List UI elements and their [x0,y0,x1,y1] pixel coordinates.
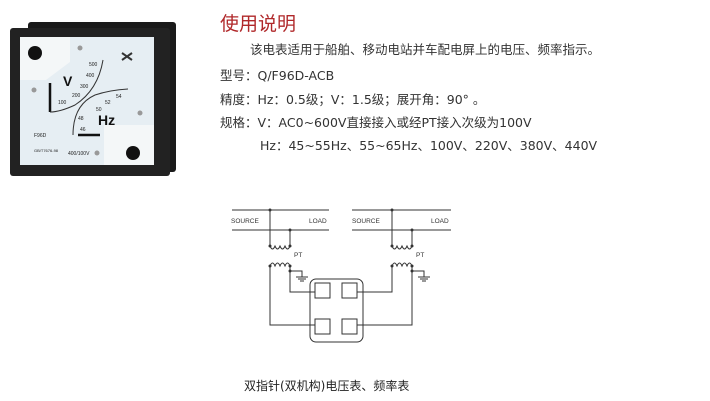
hz-tick: 46 [80,127,86,133]
meter-photo: V Hz 100 200 300 400 500 46 48 50 52 54 … [10,22,176,176]
hz-tick: 54 [116,94,122,100]
pt-label: PT [416,252,424,259]
left-circuit [232,209,329,326]
hz-tick: 52 [105,100,111,106]
v-tick: 400 [86,73,95,79]
v-tick: 100 [58,100,67,106]
spec-frequency-line: Hz：45~55Hz、55~65Hz、100V、220V、380V、440V [260,138,598,153]
load-label: LOAD [431,218,449,225]
right-circuit [352,209,451,326]
diagram-caption: 双指针(双机构)电压表、频率表 [244,379,410,393]
v-tick: 300 [80,84,89,90]
hz-tick: 50 [96,107,102,113]
brand-logo [121,52,133,61]
v-tick: 500 [89,62,98,68]
meter-standard: GB/T7676-98 [34,148,59,153]
terminal [314,282,331,299]
load-label: LOAD [309,218,327,225]
v-tick: 200 [72,93,81,99]
meter-ratio: 400/100V [68,151,90,157]
pt-label: PT [294,252,302,259]
source-label: SOURCE [352,218,380,225]
model-line: 型号：Q/F96D-ACB [220,68,335,83]
terminal [341,318,358,335]
hz-tick: 48 [78,116,84,122]
page-title: 使用说明 [220,13,297,35]
hz-unit: Hz [98,112,115,128]
meter-terminal-block [309,278,364,343]
source-label: SOURCE [231,218,259,225]
spec-voltage-line: 规格：V：AC0~600V直接接入或经PT接入次级为100V [220,115,532,130]
terminal [314,318,331,335]
terminal [341,282,358,299]
v-unit: V [63,73,73,89]
description: 该电表适用于船舶、移动电站并车配电屏上的电压、频率指示。 [250,42,601,57]
accuracy-line: 精度：Hz：0.5级；V：1.5级；展开角：90° 。 [220,92,486,107]
meter-model: F96D [34,133,47,139]
